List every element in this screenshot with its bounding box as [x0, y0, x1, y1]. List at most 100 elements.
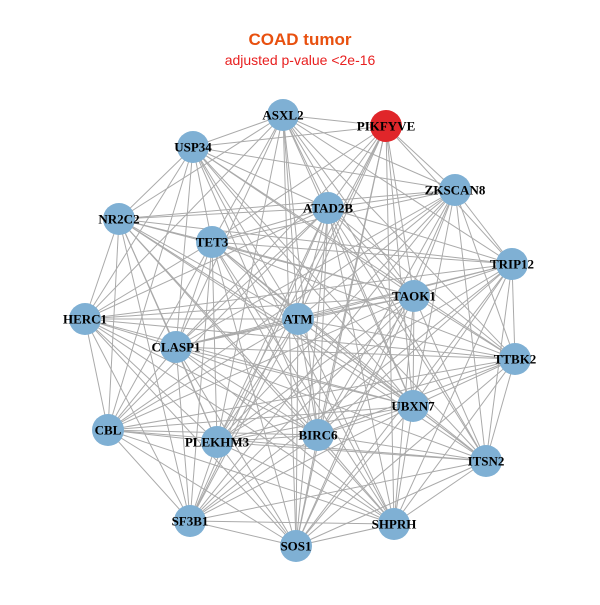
edge-atm-clasp1	[175, 318, 299, 348]
edge-plekhm3-sos1	[216, 441, 297, 547]
edge-trip12-shprh	[393, 263, 513, 525]
node-circle-sf3b1	[174, 505, 206, 537]
edge-cbl-sos1	[107, 429, 297, 547]
edge-nr2c2-herc1	[84, 218, 120, 320]
node-label-zkscan8: ZKSCAN8	[425, 183, 486, 198]
edge-itsn2-sf3b1	[189, 460, 487, 522]
edge-zkscan8-itsn2	[454, 189, 487, 462]
edge-asxl2-birc6	[282, 114, 319, 436]
edge-pikfyve-usp34	[192, 125, 387, 148]
edge-taok1-cbl	[107, 295, 415, 431]
edge-cbl-plekhm3	[107, 429, 218, 443]
edge-ubxn7-cbl	[107, 405, 414, 431]
edge-ubxn7-shprh	[393, 405, 414, 525]
edge-atad2b-sf3b1	[189, 207, 329, 522]
node-label-nr2c2: NR2C2	[98, 212, 139, 227]
edge-atm-ttbk2	[297, 318, 516, 360]
node-label-ubxn7: UBXN7	[391, 399, 435, 414]
edge-plekhm3-shprh	[216, 441, 395, 525]
edge-herc1-sos1	[84, 318, 297, 547]
edge-tet3-itsn2	[211, 241, 487, 462]
edge-cbl-sf3b1	[107, 429, 191, 522]
edge-nr2c2-cbl	[107, 218, 120, 431]
edge-zkscan8-plekhm3	[216, 189, 456, 443]
edge-atm-cbl	[107, 318, 299, 431]
edge-asxl2-zkscan8	[282, 114, 456, 191]
edge-trip12-itsn2	[485, 263, 513, 462]
edge-clasp1-sos1	[175, 346, 297, 547]
edge-trip12-herc1	[84, 263, 513, 320]
edge-atad2b-trip12	[327, 207, 513, 265]
node-usp34: USP34	[174, 131, 212, 163]
node-atm: ATM	[282, 303, 314, 335]
edge-asxl2-ttbk2	[282, 114, 516, 360]
node-circle-ubxn7	[397, 390, 429, 422]
edge-usp34-tet3	[192, 146, 213, 243]
node-ttbk2: TTBK2	[494, 343, 536, 375]
edge-asxl2-trip12	[282, 114, 513, 265]
edge-zkscan8-ubxn7	[412, 189, 456, 407]
edge-clasp1-plekhm3	[175, 346, 218, 443]
edge-ttbk2-ubxn7	[412, 358, 516, 407]
edge-atad2b-nr2c2	[118, 207, 329, 220]
edge-pikfyve-shprh	[385, 125, 395, 525]
node-circle-atm	[282, 303, 314, 335]
node-birc6: BIRC6	[298, 419, 338, 451]
node-label-pikfyve: PIKFYVE	[357, 119, 416, 134]
edge-pikfyve-taok1	[385, 125, 415, 297]
edge-herc1-plekhm3	[84, 318, 218, 443]
edge-asxl2-atm	[282, 114, 299, 320]
edge-tet3-clasp1	[175, 241, 213, 348]
node-cbl: CBL	[92, 414, 124, 446]
edge-clasp1-ubxn7	[175, 346, 414, 407]
edge-atad2b-atm	[297, 207, 329, 320]
edge-atm-shprh	[297, 318, 395, 525]
node-label-itsn2: ITSN2	[468, 454, 505, 469]
edge-birc6-shprh	[317, 434, 395, 525]
node-label-shprh: SHPRH	[372, 517, 417, 532]
node-herc1: HERC1	[63, 303, 107, 335]
node-circle-asxl2	[267, 99, 299, 131]
node-circle-plekhm3	[201, 426, 233, 458]
edge-atm-sf3b1	[189, 318, 299, 522]
edge-herc1-ttbk2	[84, 318, 516, 360]
edge-zkscan8-nr2c2	[118, 189, 456, 220]
edge-usp34-itsn2	[192, 146, 487, 462]
edge-tet3-shprh	[211, 241, 395, 525]
node-label-cbl: CBL	[95, 423, 122, 438]
edge-taok1-itsn2	[413, 295, 487, 462]
edge-clasp1-itsn2	[175, 346, 487, 462]
node-circle-herc1	[69, 303, 101, 335]
edge-nr2c2-ubxn7	[118, 218, 414, 407]
node-label-trip12: TRIP12	[490, 257, 534, 272]
node-circle-birc6	[302, 419, 334, 451]
edge-herc1-ubxn7	[84, 318, 414, 407]
edge-taok1-plekhm3	[216, 295, 415, 443]
node-label-birc6: BIRC6	[298, 428, 338, 443]
edge-usp34-herc1	[84, 146, 194, 320]
node-label-herc1: HERC1	[63, 312, 107, 327]
node-circle-usp34	[177, 131, 209, 163]
edge-birc6-sos1	[295, 434, 319, 547]
edge-sf3b1-shprh	[189, 520, 395, 525]
node-circle-clasp1	[160, 331, 192, 363]
edge-asxl2-tet3	[211, 114, 284, 243]
node-asxl2: ASXL2	[262, 99, 304, 131]
edge-atm-plekhm3	[216, 318, 299, 443]
edge-asxl2-atad2b	[282, 114, 329, 209]
edge-zkscan8-clasp1	[175, 189, 456, 348]
edge-trip12-taok1	[413, 263, 513, 297]
edge-nr2c2-itsn2	[118, 218, 487, 462]
edge-asxl2-ubxn7	[282, 114, 414, 407]
node-shprh: SHPRH	[372, 508, 417, 540]
edge-zkscan8-atad2b	[327, 189, 456, 209]
node-circle-pikfyve	[370, 110, 402, 142]
edge-taok1-ubxn7	[412, 295, 415, 407]
node-circle-shprh	[378, 508, 410, 540]
node-label-clasp1: CLASP1	[151, 340, 200, 355]
edge-atad2b-sos1	[295, 207, 329, 547]
edge-trip12-clasp1	[175, 263, 513, 348]
edge-ubxn7-sf3b1	[189, 405, 414, 522]
edge-usp34-ubxn7	[192, 146, 414, 407]
